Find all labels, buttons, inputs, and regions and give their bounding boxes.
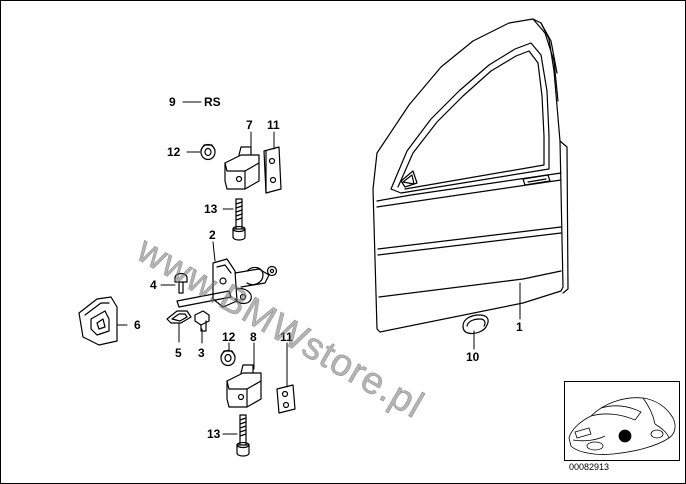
part-11-plate-lower bbox=[276, 384, 296, 414]
leader-lines bbox=[116, 101, 521, 435]
label-part-6: 6 bbox=[134, 318, 141, 332]
part-13-bolt-lower bbox=[236, 414, 250, 457]
location-marker-icon bbox=[618, 429, 632, 443]
part-12-nut-upper bbox=[200, 143, 216, 161]
label-part-7: 7 bbox=[246, 118, 253, 132]
label-part-12-upper: 12 bbox=[167, 145, 181, 159]
label-part-4: 4 bbox=[150, 278, 157, 292]
part-13-bolt-upper bbox=[232, 198, 246, 241]
label-part-13-lower: 13 bbox=[207, 427, 221, 441]
part-11-plate-upper bbox=[263, 146, 282, 194]
label-part-3: 3 bbox=[198, 346, 205, 360]
label-part-12-lower: 12 bbox=[222, 330, 236, 344]
part-10-cap bbox=[462, 314, 489, 335]
label-part-5: 5 bbox=[175, 346, 182, 360]
door-panel bbox=[372, 18, 569, 333]
diagram-number: 00082913 bbox=[569, 462, 610, 472]
label-part-1: 1 bbox=[516, 320, 523, 334]
label-part-13-upper: 13 bbox=[204, 202, 218, 216]
vehicle-location-thumbnail bbox=[564, 381, 680, 461]
part-7-hinge-upper bbox=[224, 146, 260, 190]
part-5-clip bbox=[166, 310, 192, 324]
label-part-10: 10 bbox=[466, 350, 480, 364]
label-part-11-upper: 11 bbox=[267, 118, 280, 132]
label-part-11-lower: 11 bbox=[280, 330, 293, 344]
part-12-nut-lower bbox=[220, 349, 236, 367]
part-8-hinge-lower bbox=[226, 364, 262, 408]
part-3-bolt bbox=[194, 310, 210, 332]
part-4-screw bbox=[174, 272, 188, 294]
label-part-8: 8 bbox=[250, 330, 257, 344]
label-part-9: 9 bbox=[169, 95, 176, 109]
part-2-check-strap bbox=[176, 258, 278, 308]
label-part-2: 2 bbox=[209, 228, 216, 242]
label-rs: RS bbox=[204, 95, 221, 109]
part-6-bracket bbox=[78, 296, 118, 346]
car-outline-icon bbox=[568, 397, 676, 455]
